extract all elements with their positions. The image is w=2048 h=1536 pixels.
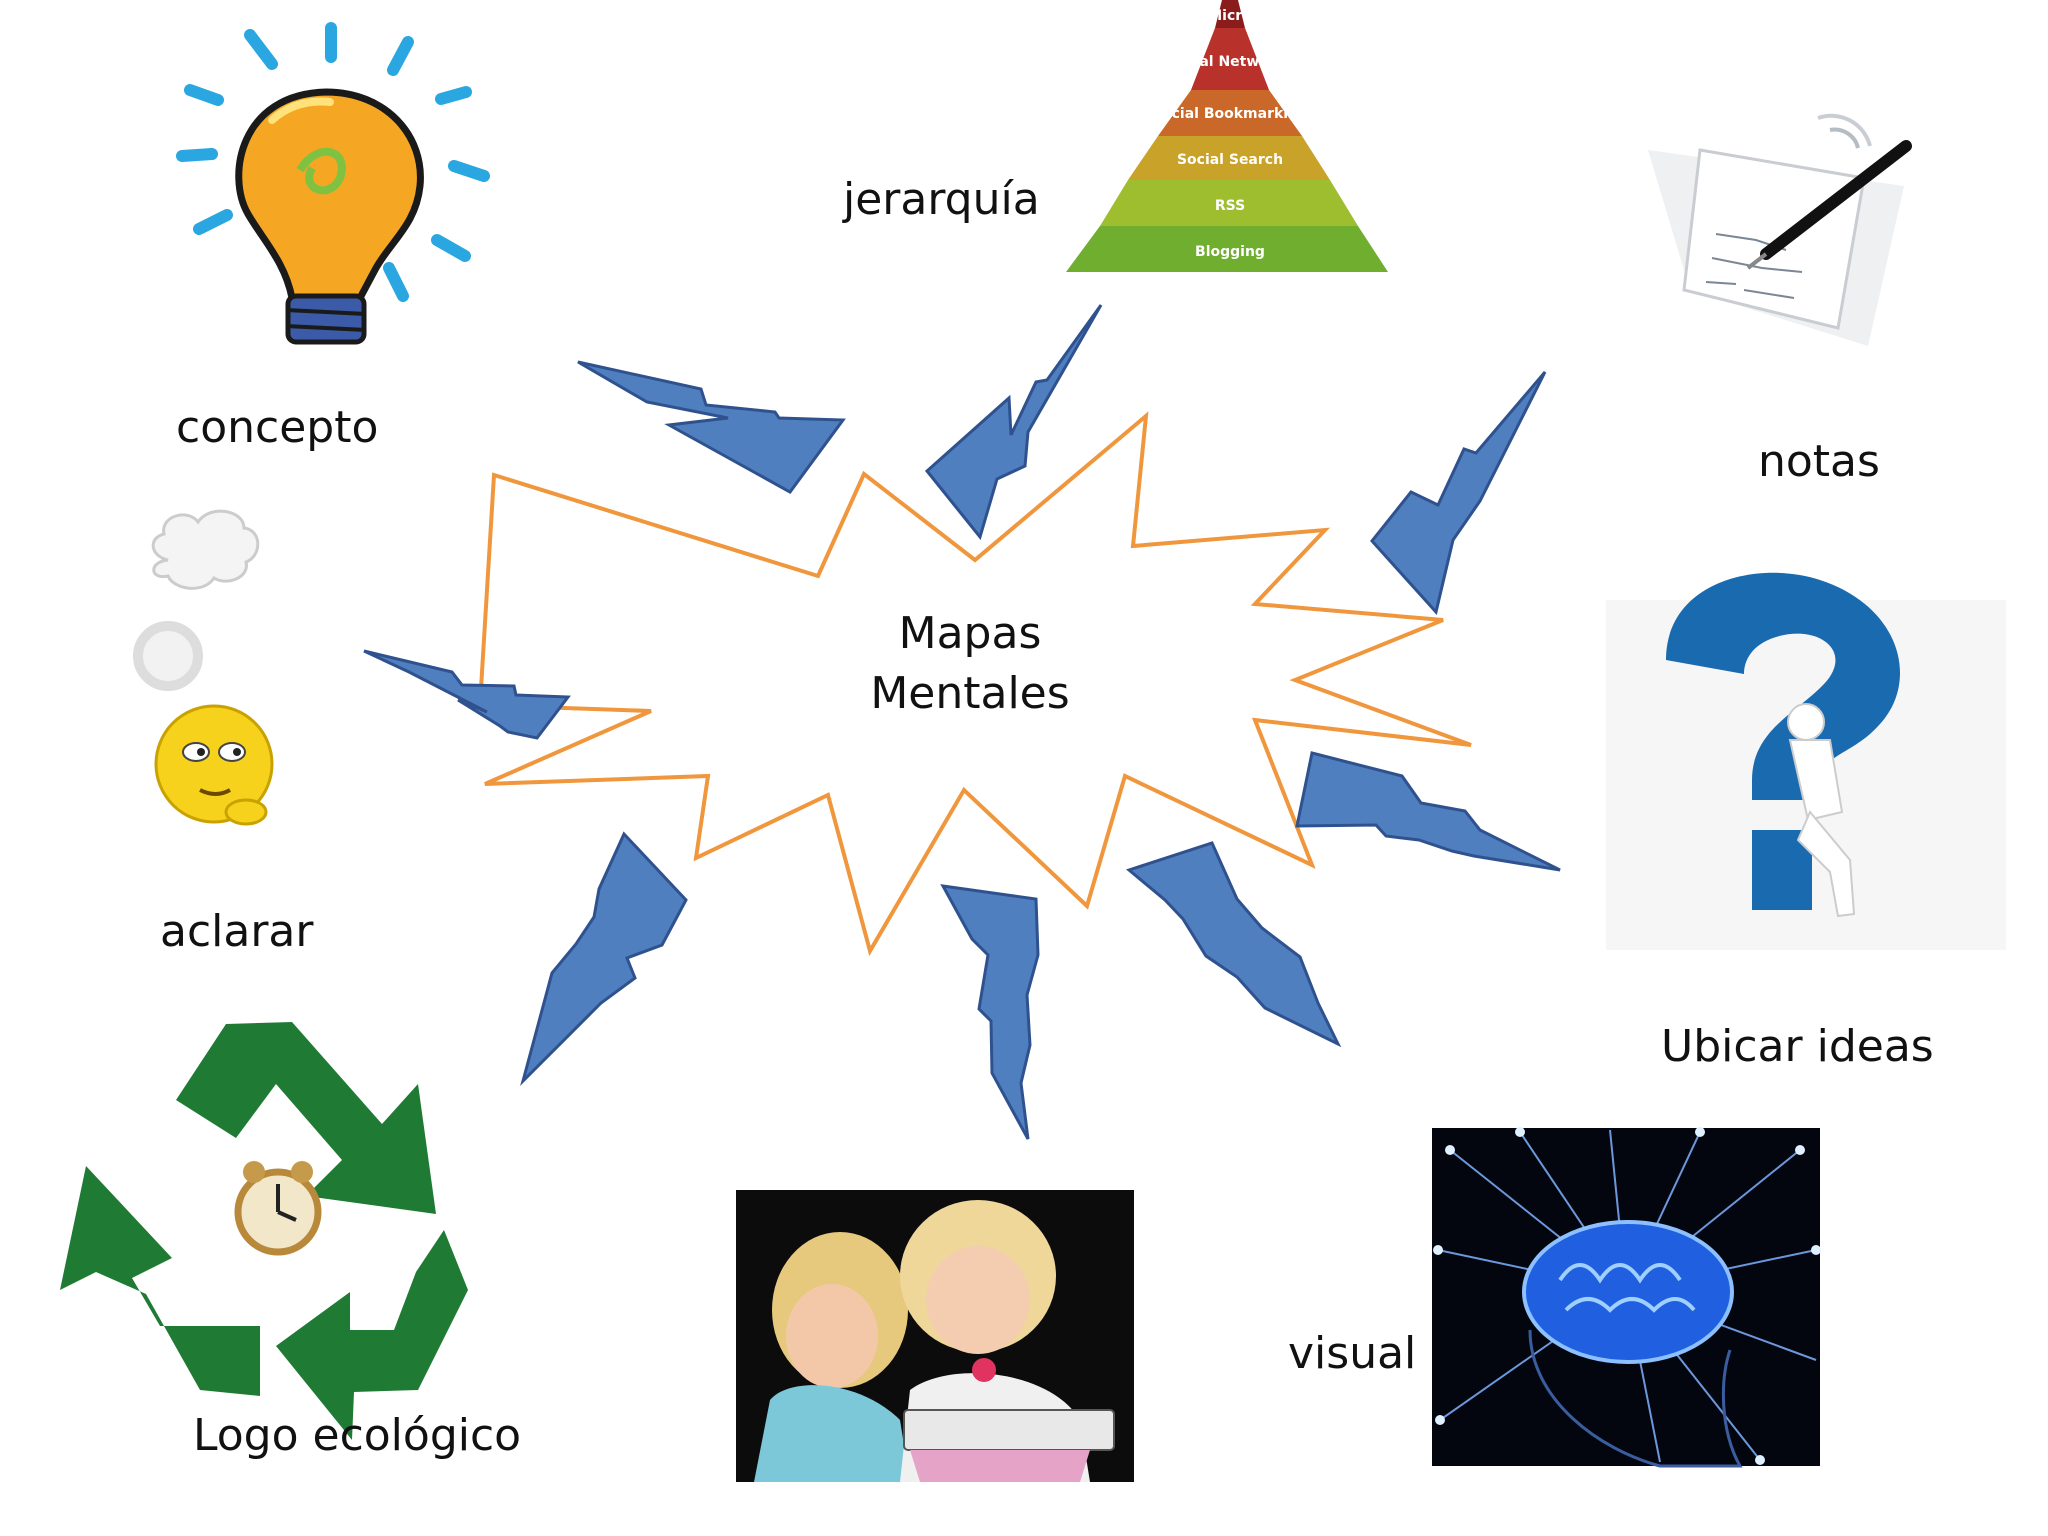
bolt-aclarar: [363, 649, 571, 740]
brain-network-photo: [1432, 1127, 1821, 1468]
central-title-line2: Mentales: [870, 668, 1070, 719]
label-concepto: concepto: [176, 402, 379, 453]
bolt-jerarquia: [924, 304, 1103, 541]
bolt-visual: [1125, 841, 1342, 1048]
central-starburst: [477, 411, 1472, 957]
pyramid-level-2: Social Networks: [1167, 54, 1294, 70]
pyramid-level-3: Social Bookmarking: [1152, 106, 1308, 122]
recycle-clock-icon: [60, 1022, 468, 1440]
central-title-line1: Mapas: [898, 608, 1042, 659]
pyramid-icon: Micro Social Networks Social Bookmarking…: [1066, 0, 1388, 272]
lightbulb-icon: [176, 22, 490, 345]
thinking-emoji-icon: [133, 509, 274, 826]
pyramid-level-6: Blogging: [1195, 244, 1265, 260]
bolt-notas: [1370, 371, 1547, 616]
bolt-concepto: [577, 360, 846, 494]
lightning-bolts: [363, 304, 1561, 1140]
label-ubicar-ideas: Ubicar ideas: [1661, 1021, 1934, 1072]
pyramid-level-5: RSS: [1215, 198, 1245, 214]
bolt-logo: [520, 831, 688, 1087]
label-visual: visual: [1288, 1328, 1417, 1379]
label-aclarar: aclarar: [160, 906, 314, 957]
question-mark-figure-icon: [1606, 572, 2006, 950]
label-jerarquia: jerarquía: [843, 174, 1040, 225]
pyramid-level-4: Social Search: [1177, 152, 1283, 168]
notepad-pen-icon: [1648, 113, 1912, 346]
bolt-children: [940, 884, 1040, 1140]
pyramid-level-1: Micro: [1208, 8, 1252, 24]
label-notas: notas: [1758, 436, 1880, 487]
children-reading-photo: [736, 1190, 1134, 1482]
central-title: Mapas Mentales: [820, 604, 1120, 724]
label-logo-ecologico: Logo ecológico: [193, 1410, 522, 1461]
bolt-ubicar: [1295, 751, 1561, 872]
